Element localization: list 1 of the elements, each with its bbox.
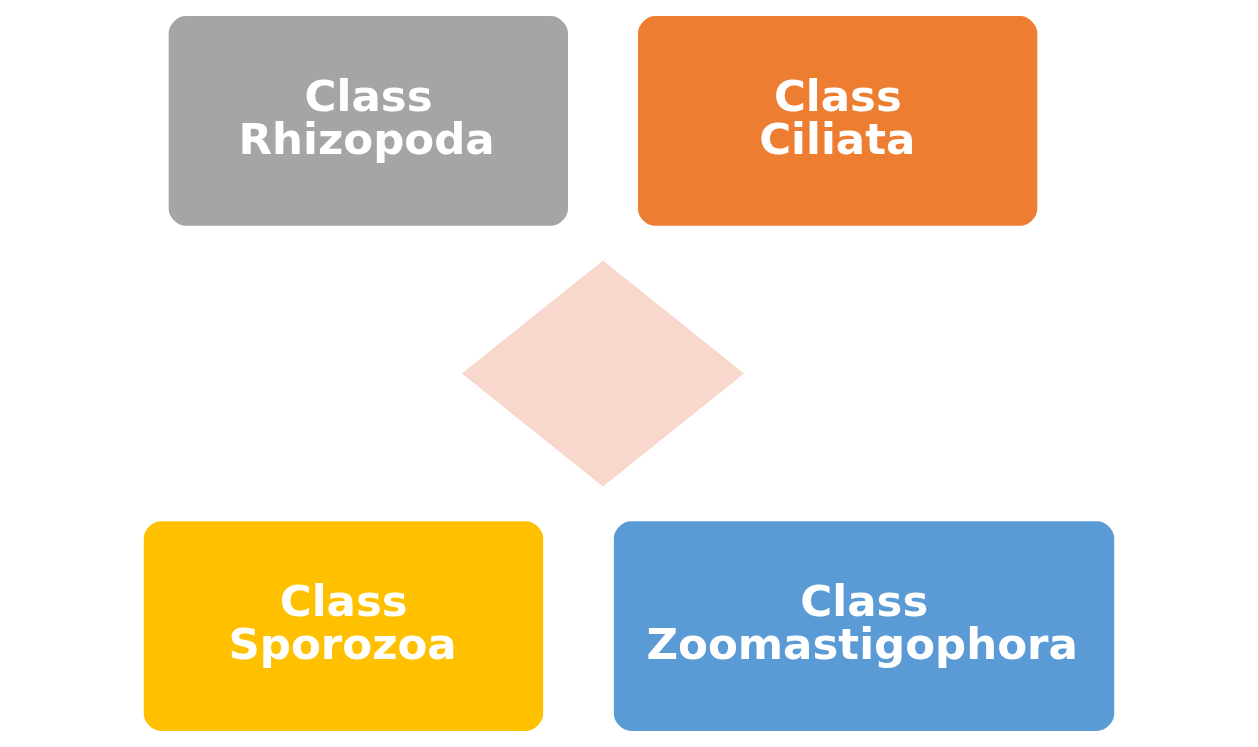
node-diamond	[461, 260, 745, 487]
